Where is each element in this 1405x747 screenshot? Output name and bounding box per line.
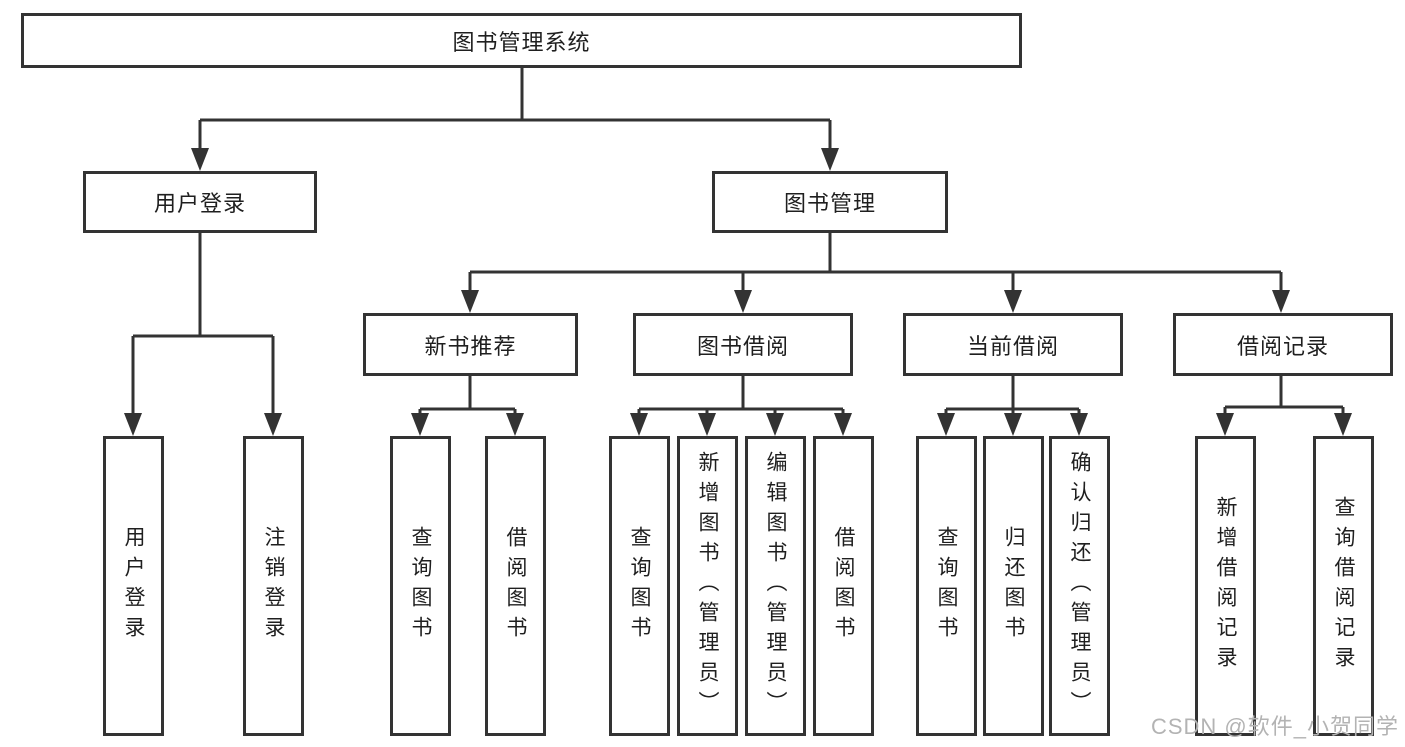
node-new-book-recommend: 新书推荐	[363, 313, 578, 376]
node-borrow-records: 借阅记录	[1173, 313, 1393, 376]
leaf-newbook-borrow-books: 借阅图书	[485, 436, 546, 736]
leaf-borrow-add-books-admin: 新增图书（管理员）	[677, 436, 738, 736]
arrow-to-borrow-records	[1272, 290, 1290, 313]
leaf-borrow-edit-books-admin: 编辑图书（管理员）	[745, 436, 806, 736]
node-current-borrow: 当前借阅	[903, 313, 1123, 376]
node-library-management-system: 图书管理系统	[21, 13, 1022, 68]
node-book-management: 图书管理	[712, 171, 948, 233]
arrowheads	[124, 148, 1352, 436]
arrow-to-rec-query	[1334, 413, 1352, 436]
leaf-logout-login: 注销登录	[243, 436, 304, 736]
arrow-to-bw-borrow	[834, 413, 852, 436]
arrow-to-current-borrow	[1004, 290, 1022, 313]
arrow-to-rec-add	[1216, 413, 1234, 436]
arrow-to-nb-borrow	[506, 413, 524, 436]
leaf-borrow-borrow-books: 借阅图书	[813, 436, 874, 736]
arrow-to-cur-confirm	[1070, 413, 1088, 436]
node-user-login: 用户登录	[83, 171, 317, 233]
arrow-to-bw-edit	[766, 413, 784, 436]
arrow-to-book-management	[821, 148, 839, 171]
arrow-to-leaf-user-login	[124, 413, 142, 436]
leaf-records-add-record: 新增借阅记录	[1195, 436, 1256, 736]
edge-book-borrow-children	[637, 375, 845, 431]
leaf-borrow-query-books: 查询图书	[609, 436, 670, 736]
leaf-current-return-books: 归还图书	[983, 436, 1044, 736]
arrow-to-cur-return	[1004, 413, 1022, 436]
arrow-to-nb-query	[411, 413, 429, 436]
leaf-records-query-record: 查询借阅记录	[1313, 436, 1374, 736]
leaf-current-query-books: 查询图书	[916, 436, 977, 736]
edge-book-management-children	[468, 232, 1283, 308]
leaf-newbook-query-books: 查询图书	[390, 436, 451, 736]
edge-root-to-level2	[198, 67, 832, 166]
arrow-to-leaf-logout	[264, 413, 282, 436]
edge-borrow-records-children	[1223, 375, 1345, 431]
arrow-to-cur-query	[937, 413, 955, 436]
arrow-to-book-borrow	[734, 290, 752, 313]
edge-new-book-children	[418, 375, 517, 431]
edge-user-login-children	[131, 232, 275, 431]
arrow-to-bw-query	[630, 413, 648, 436]
node-book-borrow: 图书借阅	[633, 313, 853, 376]
arrow-to-new-book-recommend	[461, 290, 479, 313]
arrow-to-bw-add	[698, 413, 716, 436]
leaf-current-confirm-return-admin: 确认归还（管理员）	[1049, 436, 1110, 736]
leaf-user-login: 用户登录	[103, 436, 164, 736]
arrow-to-user-login	[191, 148, 209, 171]
